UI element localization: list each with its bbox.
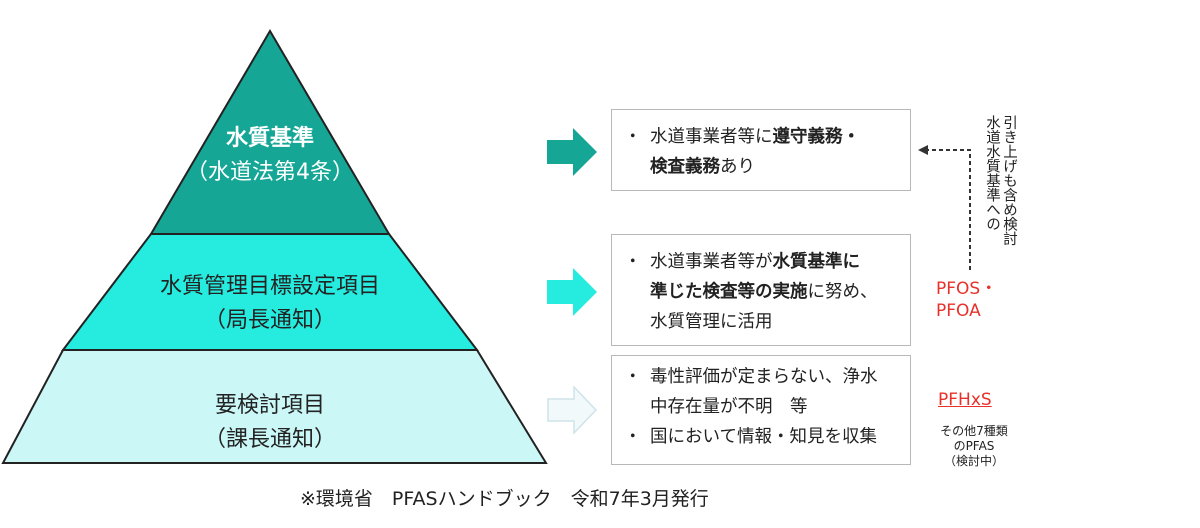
box-text: 水道事業者等に — [650, 127, 773, 147]
bullet: ・ — [624, 427, 642, 447]
box-management-target-items: ・ 水道事業者等が水質基準に 準じた検査等の実施に努め、 水質管理に活用 — [611, 234, 911, 346]
box-items-under-review: ・ 毒性評価が定まらない、浄水 中存在量が不明 等 ・ 国において情報・知見を収… — [611, 355, 911, 465]
note-line: のPFAS — [953, 439, 995, 453]
box-text: 中存在量が不明 等 — [650, 397, 808, 417]
other-pfas-note: その他7種類 のPFAS （検討中） — [924, 424, 1024, 469]
box-text-bold: 検査義務 — [650, 157, 720, 177]
box-text-bold: 遵守義務・ — [772, 127, 861, 147]
box-text: 水道事業者等が — [650, 252, 773, 272]
pyramid — [1, 29, 548, 464]
pfos-label: PFOS・ — [936, 279, 998, 299]
bullet: ・ — [624, 127, 642, 147]
arrow-right-icon — [547, 128, 597, 176]
source-caption: ※環境省 PFASハンドブック 令和7年3月発行 — [300, 488, 709, 510]
tier-middle-label: 水質管理目標設定項目 （局長通知） — [120, 270, 420, 338]
bullet: ・ — [624, 252, 642, 272]
pfoa-label: PFOA — [936, 301, 981, 321]
arrow-right-icon — [547, 268, 597, 316]
tier-middle-subtitle: （局長通知） — [203, 308, 336, 333]
vertical-note: 引き上げも含め検討 水道水質基準への — [983, 115, 1017, 246]
list-item: ・ 毒性評価が定まらない、浄水 中存在量が不明 等 — [624, 362, 900, 422]
box-text-bold: 水質基準に — [772, 252, 861, 272]
list-item: ・ 水道事業者等に遵守義務・ 検査義務あり — [624, 122, 900, 182]
bullet: ・ — [624, 367, 642, 387]
pyramid-tier-bottom — [1, 349, 548, 464]
tier-middle-title: 水質管理目標設定項目 — [159, 274, 380, 299]
list-item: ・ 水道事業者等が水質基準に 準じた検査等の実施に努め、 水質管理に活用 — [624, 247, 900, 337]
pfhxs-label: PFHxS — [938, 390, 992, 410]
note-line: その他7種類 — [940, 424, 1008, 438]
box-text: 国において情報・知見を収集 — [650, 427, 877, 447]
box-text: あり — [720, 157, 755, 177]
list-item: ・ 国において情報・知見を収集 — [624, 422, 900, 452]
tier-bottom-title: 要検討項目 — [214, 393, 325, 418]
vertical-note-line: 引き上げも含め検討 — [1001, 115, 1017, 246]
box-text: に努め、 — [807, 282, 878, 302]
vertical-note-line: 水道水質基準への — [984, 115, 1000, 231]
tier-top-subtitle: （水道法第4条） — [186, 160, 354, 185]
box-text-bold: 準じた検査等の実施 — [650, 282, 808, 302]
tier-top-label: 水質基準 （水道法第4条） — [170, 122, 370, 190]
tier-top-title: 水質基準 — [225, 126, 314, 151]
dashed-connector-arrow-icon — [918, 145, 971, 270]
tier-bottom-subtitle: （課長通知） — [203, 427, 336, 452]
box-text: 毒性評価が定まらない、浄水 — [650, 367, 878, 387]
box-text: 水質管理に活用 — [650, 312, 773, 332]
note-line: （検討中） — [943, 454, 1004, 468]
pfos-pfoa-label: PFOS・ PFOA — [936, 278, 997, 322]
tier-bottom-label: 要検討項目 （課長通知） — [140, 389, 400, 457]
arrow-right-icon — [547, 386, 598, 434]
box-water-quality-standards: ・ 水道事業者等に遵守義務・ 検査義務あり — [611, 109, 911, 191]
